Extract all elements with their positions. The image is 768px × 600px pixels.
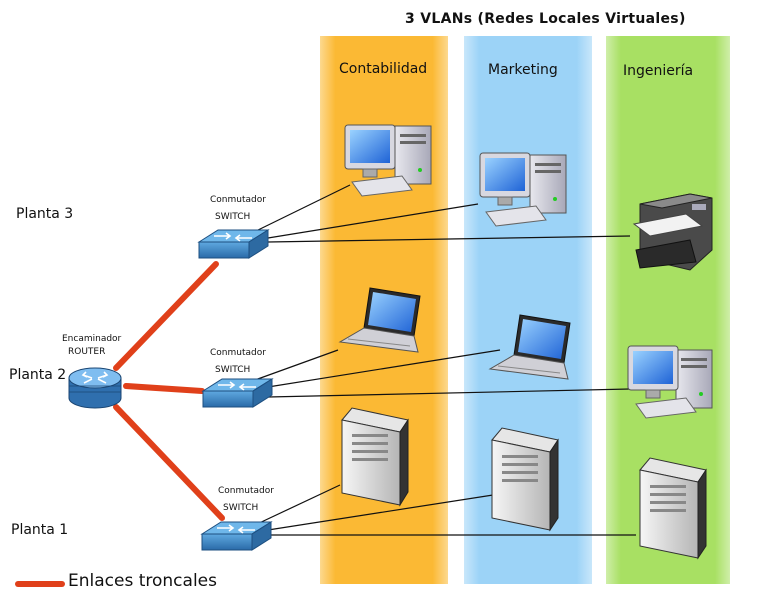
legend-label: Enlaces troncales bbox=[68, 571, 217, 591]
switch-3-label: Conmutador bbox=[210, 195, 266, 205]
switch-3-sublabel: SWITCH bbox=[215, 212, 251, 222]
vlan-label-contabilidad: Contabilidad bbox=[339, 61, 428, 77]
switch-1-sublabel: SWITCH bbox=[223, 503, 259, 513]
floor-label-planta-2: Planta 2 bbox=[9, 367, 67, 383]
switch-planta-3 bbox=[197, 229, 270, 259]
vlan-label-ingenieria: Ingeniería bbox=[623, 63, 694, 79]
floor-label-planta-1: Planta 1 bbox=[11, 522, 69, 538]
switch-1-label: Conmutador bbox=[218, 486, 274, 496]
vlan-label-marketing: Marketing bbox=[488, 62, 558, 78]
trunk-link-switch-1 bbox=[113, 404, 225, 521]
router-label: Encaminador bbox=[62, 334, 122, 344]
switch-2-sublabel: SWITCH bbox=[215, 365, 251, 375]
server-icon bbox=[639, 457, 707, 560]
diagram-title: 3 VLANs (Redes Locales Virtuales) bbox=[405, 11, 686, 27]
server-icon bbox=[341, 407, 409, 507]
switch-planta-1 bbox=[200, 521, 273, 551]
switch-planta-2 bbox=[201, 378, 274, 408]
floor-label-planta-3: Planta 3 bbox=[16, 206, 74, 222]
router-sublabel: ROUTER bbox=[68, 347, 106, 357]
router-icon bbox=[68, 367, 122, 409]
server-icon bbox=[491, 427, 559, 532]
printer-icon bbox=[632, 193, 713, 271]
trunk-links bbox=[113, 261, 225, 521]
desktop-pc-icon bbox=[344, 124, 432, 197]
access-links bbox=[254, 184, 636, 536]
trunk-link-switch-2 bbox=[123, 383, 205, 394]
desktop-pc-icon bbox=[627, 345, 713, 419]
laptop-icon bbox=[338, 287, 421, 353]
trunk-link-switch-3 bbox=[113, 261, 219, 371]
switch-2-label: Conmutador bbox=[210, 348, 266, 358]
laptop-icon bbox=[488, 314, 571, 380]
desktop-pc-icon bbox=[479, 152, 567, 227]
